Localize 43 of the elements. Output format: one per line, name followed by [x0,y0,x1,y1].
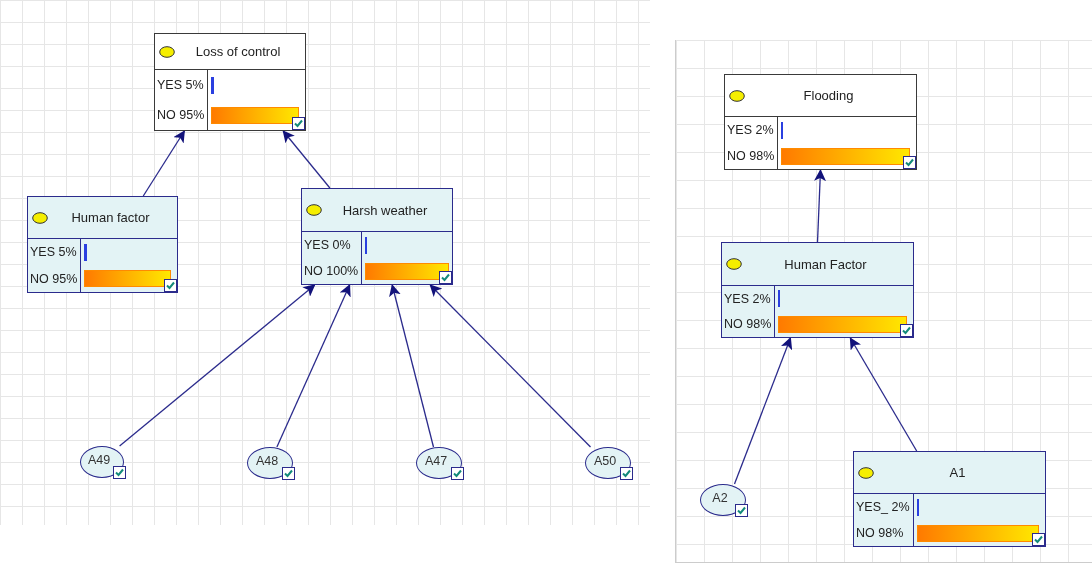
node-ellipse [700,484,746,516]
node-box [721,242,914,338]
node-title: Loss of control [194,45,282,58]
node-label: A48 [255,454,279,468]
state-label: NO 98% [724,318,772,331]
state-label: YES_ 2% [856,500,910,514]
node-label: A49 [87,453,111,467]
state-label: YES 2% [727,123,775,137]
node-label: A47 [424,454,448,468]
arrow [733,337,793,485]
state-label: NO 98% [856,526,905,540]
arrow [849,337,918,452]
node-label: A50 [593,454,617,468]
state-label: YES 5% [30,246,78,259]
arrow [814,169,827,243]
node-box [27,196,178,293]
state-label: NO 95% [157,108,205,122]
node-label: A2 [712,491,728,505]
node-title: Human factor [70,211,151,224]
state-label: NO 98% [727,149,775,163]
node-title: Human Factor [783,257,868,271]
state-label: YES 0% [304,238,352,252]
node-ellipse [80,446,124,478]
state-label: YES 2% [724,292,772,305]
node-box [154,33,306,131]
node-box [301,188,453,285]
state-label: YES 5% [157,78,205,92]
node-title: Harsh weather [341,203,429,217]
node-title: Flooding [802,89,855,102]
node-title: A1 [948,466,967,479]
node-box [853,451,1046,547]
node-ellipse [416,447,462,479]
arrow [429,284,592,448]
arrow [118,284,316,447]
arrow [282,130,331,189]
node-box [724,74,917,170]
arrow [389,284,435,448]
arrow [276,284,351,448]
node-ellipse [247,447,293,479]
arrow [142,130,186,197]
node-ellipse [585,447,631,479]
state-label: NO 95% [30,272,78,285]
state-label: NO 100% [304,264,359,278]
